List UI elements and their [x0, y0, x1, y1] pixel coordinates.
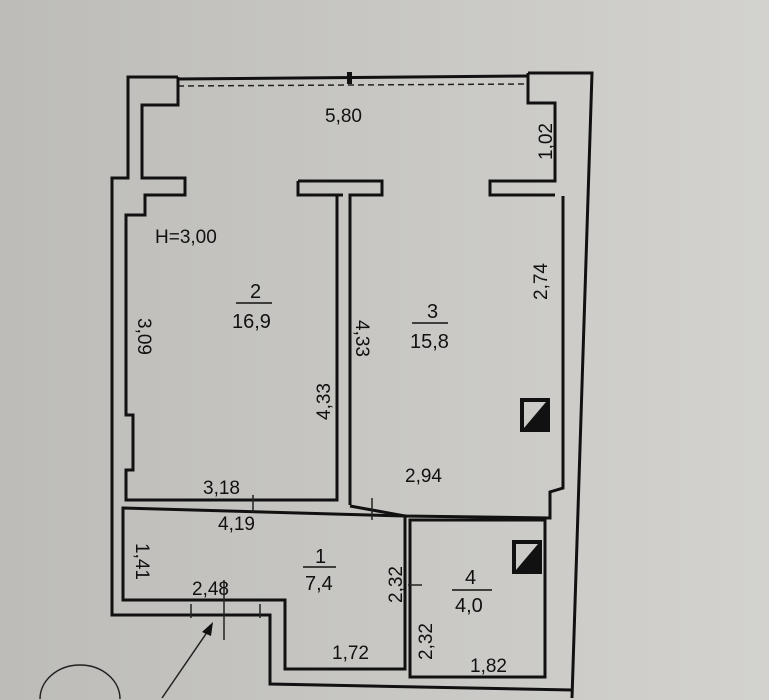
dim-room4-bottom: 1,82 — [470, 656, 507, 677]
room1-area: 7,4 — [305, 573, 333, 595]
ceiling-height: H=3,00 — [155, 227, 217, 248]
vent-shaft-icon — [520, 398, 550, 432]
dim-room3-left: 4,33 — [351, 320, 372, 357]
room3-area: 15,8 — [410, 331, 449, 353]
dim-room3-right: 2,74 — [531, 263, 552, 300]
dim-room2-bottom: 3,18 — [203, 478, 240, 499]
dim-room1-bottom: 1,72 — [332, 643, 369, 664]
dim-room4-left: 2,32 — [416, 623, 437, 660]
dim-right-pier: 1,02 — [536, 123, 557, 160]
right-pier-wall — [488, 73, 557, 197]
outer-wall-right — [528, 71, 594, 699]
room2-number: 2 — [250, 281, 261, 303]
dim-room1-top: 4,19 — [218, 514, 255, 535]
outer-wall — [110, 75, 573, 692]
room4-area: 4,0 — [455, 595, 483, 617]
left-pier-wall — [124, 77, 339, 502]
dimension-ticks — [252, 495, 422, 586]
compass-circle — [39, 664, 121, 700]
window-top-sill — [177, 83, 529, 87]
vent-shaft-icon — [512, 540, 542, 574]
partition-t-wall — [296, 179, 384, 505]
dim-top-width: 5,80 — [325, 106, 362, 127]
dim-room1-entry: 2,48 — [192, 579, 229, 600]
room2-area: 16,9 — [232, 311, 271, 333]
dim-room1-right: 2,32 — [386, 566, 407, 603]
dim-room3-bottom: 2,94 — [405, 466, 442, 487]
room3-number: 3 — [427, 301, 438, 323]
entry-arrow — [161, 627, 211, 699]
room4-wall — [408, 518, 547, 679]
window-top — [177, 74, 529, 81]
dim-room2-left: 3,09 — [133, 318, 154, 355]
room1-number: 1 — [315, 546, 326, 568]
window-mullion — [347, 72, 352, 84]
dim-room1-left: 1,41 — [131, 543, 152, 580]
entry-door — [190, 580, 261, 640]
room4-number: 4 — [465, 567, 476, 589]
entry-arrow-head — [202, 622, 213, 636]
room1-wall — [121, 506, 407, 671]
dim-room2-right: 4,33 — [314, 383, 335, 420]
